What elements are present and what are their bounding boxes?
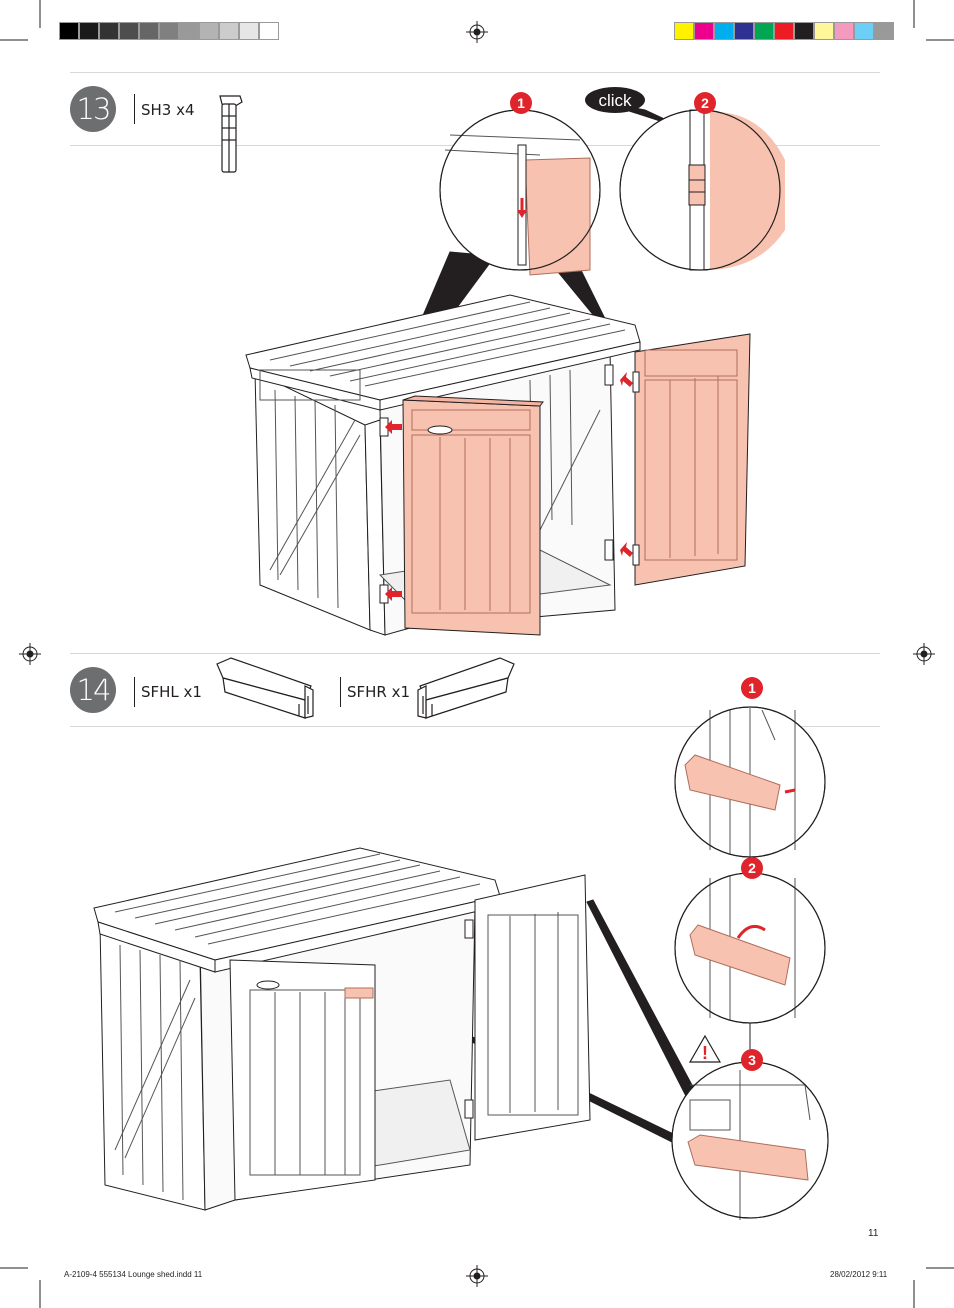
left-door-stop-icon bbox=[216, 657, 314, 719]
registration-mark-icon bbox=[913, 643, 935, 665]
color-swatch bbox=[854, 22, 874, 40]
color-swatch bbox=[794, 22, 814, 40]
callout-badge-1: 1 bbox=[741, 677, 763, 699]
color-swatch bbox=[79, 22, 99, 40]
warning-icon: ! bbox=[688, 1034, 722, 1063]
svg-text:3: 3 bbox=[748, 1052, 756, 1068]
color-swatch bbox=[694, 22, 714, 40]
part-label-sh3: SH3 x4 bbox=[141, 101, 195, 119]
color-swatch bbox=[874, 22, 894, 40]
callout-badge-2: 2 bbox=[694, 92, 716, 114]
step14-illustration bbox=[93, 706, 829, 1220]
part-divider bbox=[134, 677, 135, 707]
color-swatch bbox=[734, 22, 754, 40]
divider bbox=[70, 653, 880, 654]
svg-text:2: 2 bbox=[748, 860, 756, 876]
svg-text:1: 1 bbox=[517, 95, 525, 111]
color-swatch bbox=[159, 22, 179, 40]
color-swatch bbox=[239, 22, 259, 40]
color-swatch bbox=[219, 22, 239, 40]
part-label-sfhl: SFHL x1 bbox=[141, 683, 202, 701]
color-swatch bbox=[199, 22, 219, 40]
right-door-stop-icon bbox=[417, 657, 515, 719]
part-label-sfhr: SFHR x1 bbox=[347, 683, 411, 701]
registration-mark-icon bbox=[466, 1265, 488, 1287]
step13-illustration bbox=[245, 99, 785, 636]
svg-text:!: ! bbox=[702, 1043, 708, 1063]
part-divider bbox=[340, 677, 341, 707]
svg-text:2: 2 bbox=[701, 95, 709, 111]
callout-badge-3: 3 bbox=[741, 1049, 763, 1071]
color-swatch bbox=[714, 22, 734, 40]
callout-badge-2: 2 bbox=[741, 857, 763, 879]
color-swatch bbox=[119, 22, 139, 40]
callout-badge-1: 1 bbox=[510, 92, 532, 114]
page-number: 11 bbox=[868, 1228, 879, 1239]
svg-text:1: 1 bbox=[748, 680, 756, 696]
color-swatch bbox=[259, 22, 279, 40]
color-swatch bbox=[774, 22, 794, 40]
divider bbox=[70, 72, 880, 73]
color-swatch bbox=[814, 22, 834, 40]
divider bbox=[70, 726, 880, 727]
footer-filename: A-2109-4 555134 Lounge shed.indd 11 bbox=[64, 1270, 203, 1279]
color-swatch bbox=[179, 22, 199, 40]
step-number: 14 bbox=[70, 667, 116, 713]
click-bubble: click bbox=[585, 87, 645, 113]
color-swatch bbox=[139, 22, 159, 40]
color-swatch bbox=[674, 22, 694, 40]
color-swatch bbox=[59, 22, 79, 40]
color-swatch bbox=[754, 22, 774, 40]
registration-mark-icon bbox=[466, 21, 488, 43]
footer-timestamp: 28/02/2012 9:11 bbox=[830, 1270, 888, 1279]
color-swatch bbox=[834, 22, 854, 40]
color-swatch bbox=[99, 22, 119, 40]
registration-mark-icon bbox=[19, 643, 41, 665]
step-number: 13 bbox=[70, 86, 116, 132]
part-divider bbox=[134, 94, 135, 124]
svg-text:click: click bbox=[598, 91, 632, 110]
dowel-pin-icon bbox=[219, 95, 243, 173]
